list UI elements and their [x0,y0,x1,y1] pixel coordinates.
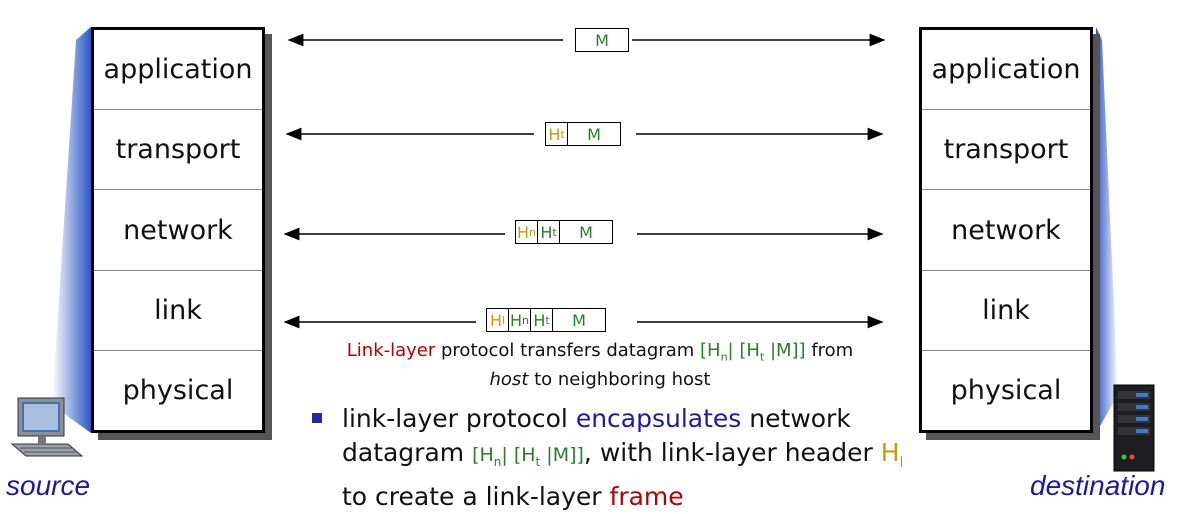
source-label: source [6,470,91,501]
source-layer-network: network [94,190,262,271]
destination-layer-application: application [922,30,1090,111]
destination-layer-physical: physical [950,374,1062,406]
destination-beam [1096,27,1118,433]
destination-layer-network: network [922,190,1090,271]
bullet-point: link-layer protocol encapsulates network… [312,402,912,514]
source-layer-transport: transport [94,110,262,191]
payload-m: M [587,124,601,144]
source-layer-physical: physical [122,374,234,406]
packet-application: M [575,28,629,52]
destination-layer-transport: transport [922,110,1090,191]
destination-layer-link: link [922,271,1090,351]
source-layer-application: application [94,30,262,111]
laptop-computer-icon [10,397,84,457]
payload-m: M [572,310,586,330]
source-layer-link: link [94,271,262,351]
link-caption: Link-layer protocol transfers datagram [… [346,340,854,390]
payload-m: M [579,222,593,242]
bullet-square-icon [312,413,322,423]
source-beam [52,27,91,433]
payload-m: M [595,30,609,50]
destination-label: destination [1030,470,1166,501]
destination-protocol-stack: application transport network link physi… [919,27,1093,433]
server-tower-icon [1113,384,1155,472]
source-protocol-stack: application transport network link physi… [91,27,265,433]
